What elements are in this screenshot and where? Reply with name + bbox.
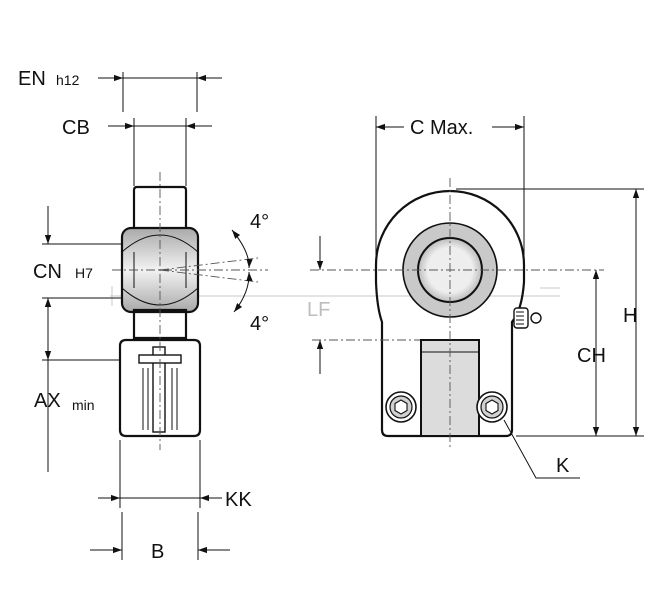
front-view: C Max. LF H CH K <box>300 116 644 479</box>
rod-eye-head <box>132 185 188 234</box>
label-kk: KK <box>225 489 252 511</box>
threaded-shank <box>118 338 202 438</box>
label-en-tolerance: h12 <box>56 72 80 88</box>
label-cn: CN <box>33 261 62 283</box>
grease-nipple <box>513 307 542 329</box>
housing-outline <box>374 189 526 438</box>
cap-screw-left <box>385 391 417 423</box>
label-cn-tolerance: H7 <box>75 265 93 281</box>
label-en: EN <box>18 68 46 90</box>
label-b: B <box>151 541 164 563</box>
label-cb: CB <box>62 117 90 139</box>
label-c-max: C Max. <box>410 117 473 139</box>
label-angle-top: 4° <box>250 211 269 233</box>
label-h: H <box>623 305 637 327</box>
label-angle-bottom: 4° <box>250 313 269 335</box>
label-ch: CH <box>577 345 606 367</box>
cap-screw-right <box>476 391 508 423</box>
label-ax: AX <box>34 390 61 412</box>
label-ax-tolerance: min <box>72 397 95 413</box>
label-lf: LF <box>307 299 330 321</box>
side-view: EN h12 CB CN H7 AX min KK B 4° 4° <box>18 68 300 563</box>
label-k: K <box>556 455 570 477</box>
